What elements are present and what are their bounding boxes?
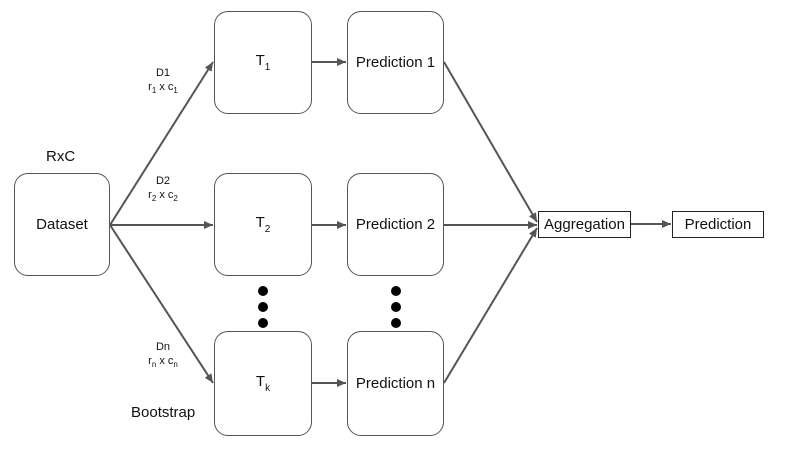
tree-ellipsis-dots bbox=[257, 286, 269, 334]
dot-icon bbox=[258, 302, 268, 312]
final-prediction-label: Prediction bbox=[684, 216, 752, 233]
edge-dataset-t1 bbox=[109, 61, 214, 226]
dot-icon bbox=[391, 286, 401, 296]
dataset-node-label: Dataset bbox=[36, 216, 88, 233]
tree-node-1[interactable]: T1 bbox=[214, 11, 312, 114]
dataset-node[interactable]: Dataset bbox=[14, 173, 110, 276]
prediction-node-n[interactable]: Prediction n bbox=[347, 331, 444, 436]
tree-label: T1 bbox=[255, 52, 271, 73]
sample-dimensions: r1 x c1 bbox=[148, 81, 178, 95]
edge-pred1-agg bbox=[443, 61, 538, 223]
aggregation-node[interactable]: Aggregation bbox=[538, 211, 631, 238]
bootstrap-label: Bootstrap bbox=[131, 404, 196, 421]
prediction-label: Prediction 2 bbox=[355, 216, 436, 233]
dot-icon bbox=[258, 318, 268, 328]
edge-dataset-tk bbox=[109, 224, 214, 384]
sample-label-d1: D1 r1 x c1 bbox=[146, 66, 180, 98]
dot-icon bbox=[258, 286, 268, 296]
prediction-node-1[interactable]: Prediction 1 bbox=[347, 11, 444, 114]
edge-predn-agg bbox=[443, 227, 538, 384]
aggregation-label: Aggregation bbox=[544, 216, 625, 233]
sample-name: D2 bbox=[155, 175, 171, 187]
sample-label-dn: Dn rn x cn bbox=[146, 340, 180, 372]
sample-name: D1 bbox=[155, 67, 171, 79]
tree-node-k[interactable]: Tk bbox=[214, 331, 312, 436]
dataset-shape-label: RxC bbox=[46, 148, 76, 165]
sample-dimensions: r2 x c2 bbox=[148, 189, 178, 203]
sample-label-d2: D2 r2 x c2 bbox=[146, 174, 180, 206]
prediction-ellipsis-dots bbox=[390, 286, 402, 334]
tree-label: Tk bbox=[255, 373, 271, 394]
sample-dimensions: rn x cn bbox=[148, 355, 178, 369]
prediction-node-2[interactable]: Prediction 2 bbox=[347, 173, 444, 276]
sample-name: Dn bbox=[155, 341, 171, 353]
prediction-label: Prediction n bbox=[355, 375, 436, 392]
dot-icon bbox=[391, 302, 401, 312]
tree-label: T2 bbox=[255, 214, 271, 235]
tree-node-2[interactable]: T2 bbox=[214, 173, 312, 276]
dot-icon bbox=[391, 318, 401, 328]
final-prediction-node[interactable]: Prediction bbox=[672, 211, 764, 238]
prediction-label: Prediction 1 bbox=[355, 54, 436, 71]
